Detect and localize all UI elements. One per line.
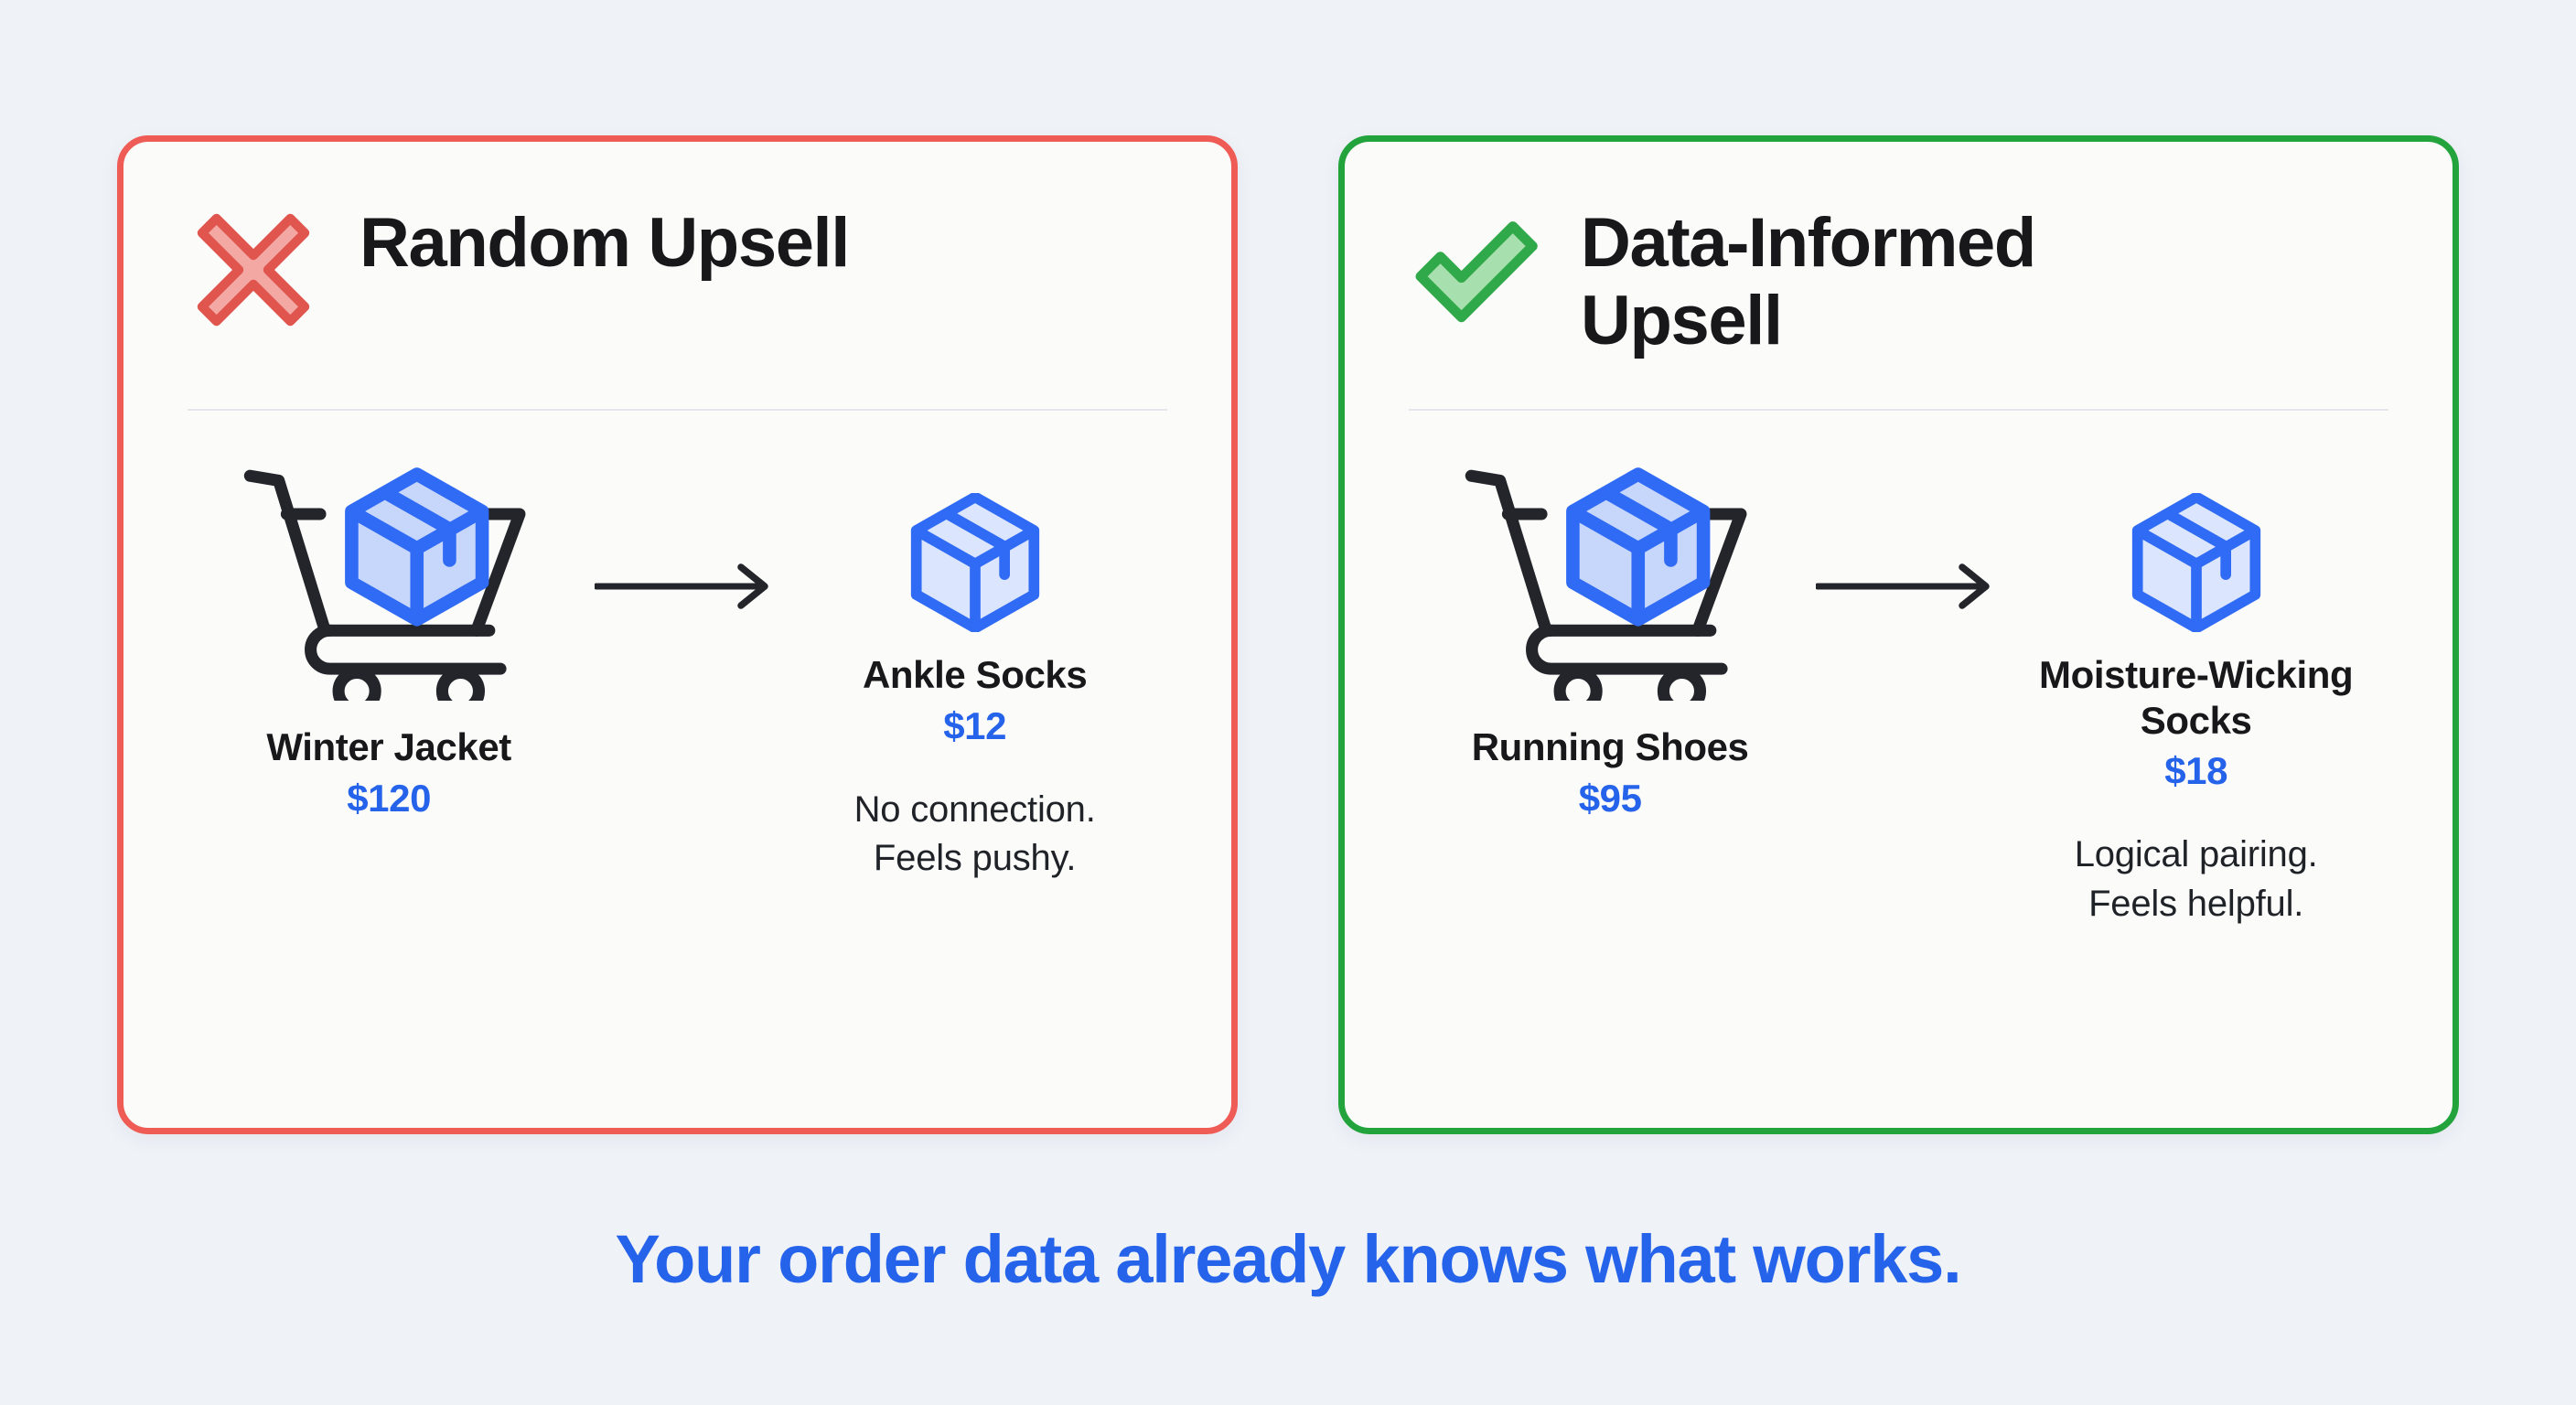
shopping-cart-with-box-icon: [229, 458, 549, 701]
flow-source: Running Shoes $95: [1409, 458, 1811, 821]
page-title: Random Upsell: [360, 204, 850, 282]
card-divider: [1409, 409, 2388, 411]
card-header: Data-Informed Upsell: [1409, 198, 2388, 378]
source-item-price: $120: [347, 776, 432, 820]
verdict-line-2: Feels pushy.: [873, 838, 1077, 879]
card-divider: [188, 409, 1167, 411]
verdict-text: No connection. Feels pushy.: [854, 786, 1096, 883]
x-mark-icon: [188, 204, 319, 336]
source-item-name: Running Shoes: [1471, 725, 1749, 768]
package-box-icon: [2127, 493, 2266, 632]
flow-target: Ankle Socks $12 No connection. Feels pus…: [782, 458, 1167, 883]
upsell-flow: Running Shoes $95: [1409, 458, 2388, 928]
shopping-cart-with-box-icon: [1450, 458, 1770, 701]
page-title: Data-Informed Upsell: [1581, 204, 2036, 360]
arrow-right-icon: [595, 561, 778, 612]
verdict-text: Logical pairing. Feels helpful.: [2075, 831, 2318, 928]
verdict-line-1: No connection.: [853, 788, 1096, 830]
source-item-name: Winter Jacket: [266, 725, 511, 768]
verdict-line-2: Feels helpful.: [2088, 883, 2304, 924]
flow-target: Moisture-Wicking Socks $18 Logical pairi…: [2003, 458, 2388, 928]
check-mark-icon: [1409, 204, 1540, 336]
upsell-flow: Winter Jacket $120: [188, 458, 1167, 883]
card-header: Random Upsell: [188, 198, 1167, 378]
card-random-upsell: Random Upsell: [117, 135, 1238, 1134]
target-item-name: Moisture-Wicking Socks: [2039, 653, 2354, 742]
verdict-line-1: Logical pairing.: [2074, 834, 2318, 875]
package-box-icon: [906, 493, 1045, 632]
card-data-informed-upsell: Data-Informed Upsell: [1338, 135, 2459, 1134]
target-item-price: $18: [2164, 749, 2228, 793]
flow-source: Winter Jacket $120: [188, 458, 590, 821]
tagline: Your order data already knows what works…: [615, 1221, 1962, 1297]
source-item-price: $95: [1578, 776, 1642, 820]
target-item-name: Ankle Socks: [862, 653, 1088, 696]
flow-connector: [590, 458, 782, 612]
comparison-cards-row: Random Upsell: [0, 135, 2576, 1134]
arrow-right-icon: [1816, 561, 1999, 612]
target-item-price: $12: [943, 703, 1007, 747]
flow-connector: [1811, 458, 2003, 612]
